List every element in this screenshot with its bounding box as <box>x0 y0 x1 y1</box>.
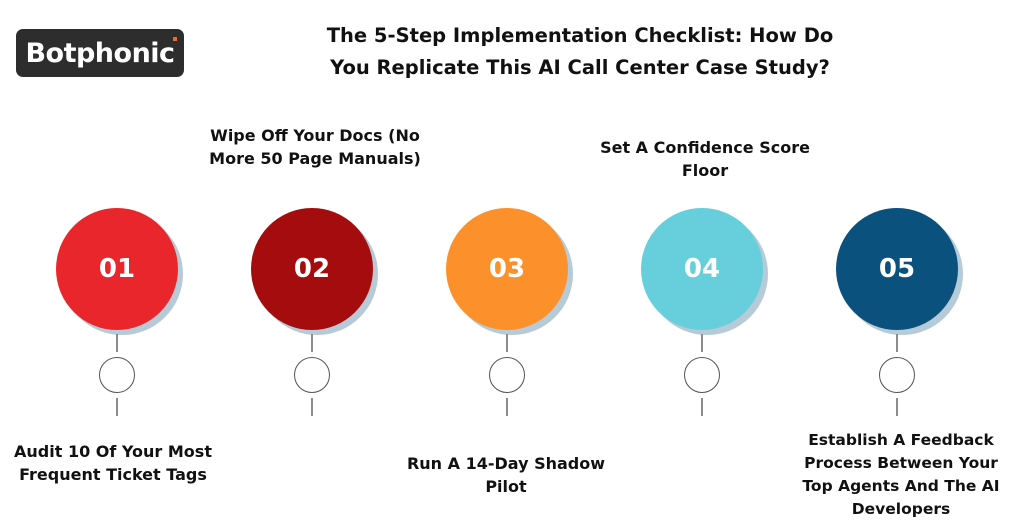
step-03-circle: 03 <box>446 208 573 335</box>
page-title: The 5-Step Implementation Checklist: How… <box>270 20 890 84</box>
title-line-1: The 5-Step Implementation Checklist: How… <box>326 24 834 47</box>
connector-line <box>311 398 313 416</box>
step-label: Set A Confidence Score Floor <box>600 138 810 180</box>
timeline-node <box>879 357 915 393</box>
brand-logo: Botphonic <box>16 29 184 77</box>
step-number: 03 <box>446 208 568 330</box>
connector-line <box>311 334 313 352</box>
step-label: Wipe Off Your Docs (No More 50 Page Manu… <box>209 126 421 168</box>
connector-line <box>701 334 703 352</box>
title-line-2: You Replicate This AI Call Center Case S… <box>330 56 830 79</box>
step-label: Run A 14-Day Shadow Pilot <box>406 454 606 496</box>
step-label: Establish A Feedback Process Between You… <box>802 431 1000 518</box>
timeline-node <box>489 357 525 393</box>
brand-accent-dot <box>173 37 177 41</box>
step-number: 05 <box>836 208 958 330</box>
timeline-node <box>294 357 330 393</box>
timeline-node <box>99 357 135 393</box>
connector-line <box>116 398 118 416</box>
connector-line <box>506 398 508 416</box>
step-05-circle: 05 <box>836 208 963 335</box>
step-number: 02 <box>251 208 373 330</box>
connector-line <box>701 398 703 416</box>
step-04-circle: 04 <box>641 208 768 335</box>
step-number: 01 <box>56 208 178 330</box>
brand-name: Botphonic <box>25 37 175 69</box>
connector-line <box>506 334 508 352</box>
step-label: Audit 10 Of Your Most Frequent Ticket Ta… <box>14 442 212 484</box>
timeline-node <box>684 357 720 393</box>
step-02-circle: 02 <box>251 208 378 335</box>
step-01-circle: 01 <box>56 208 183 335</box>
connector-line <box>896 334 898 352</box>
connector-line <box>896 398 898 416</box>
step-number: 04 <box>641 208 763 330</box>
connector-line <box>116 334 118 352</box>
